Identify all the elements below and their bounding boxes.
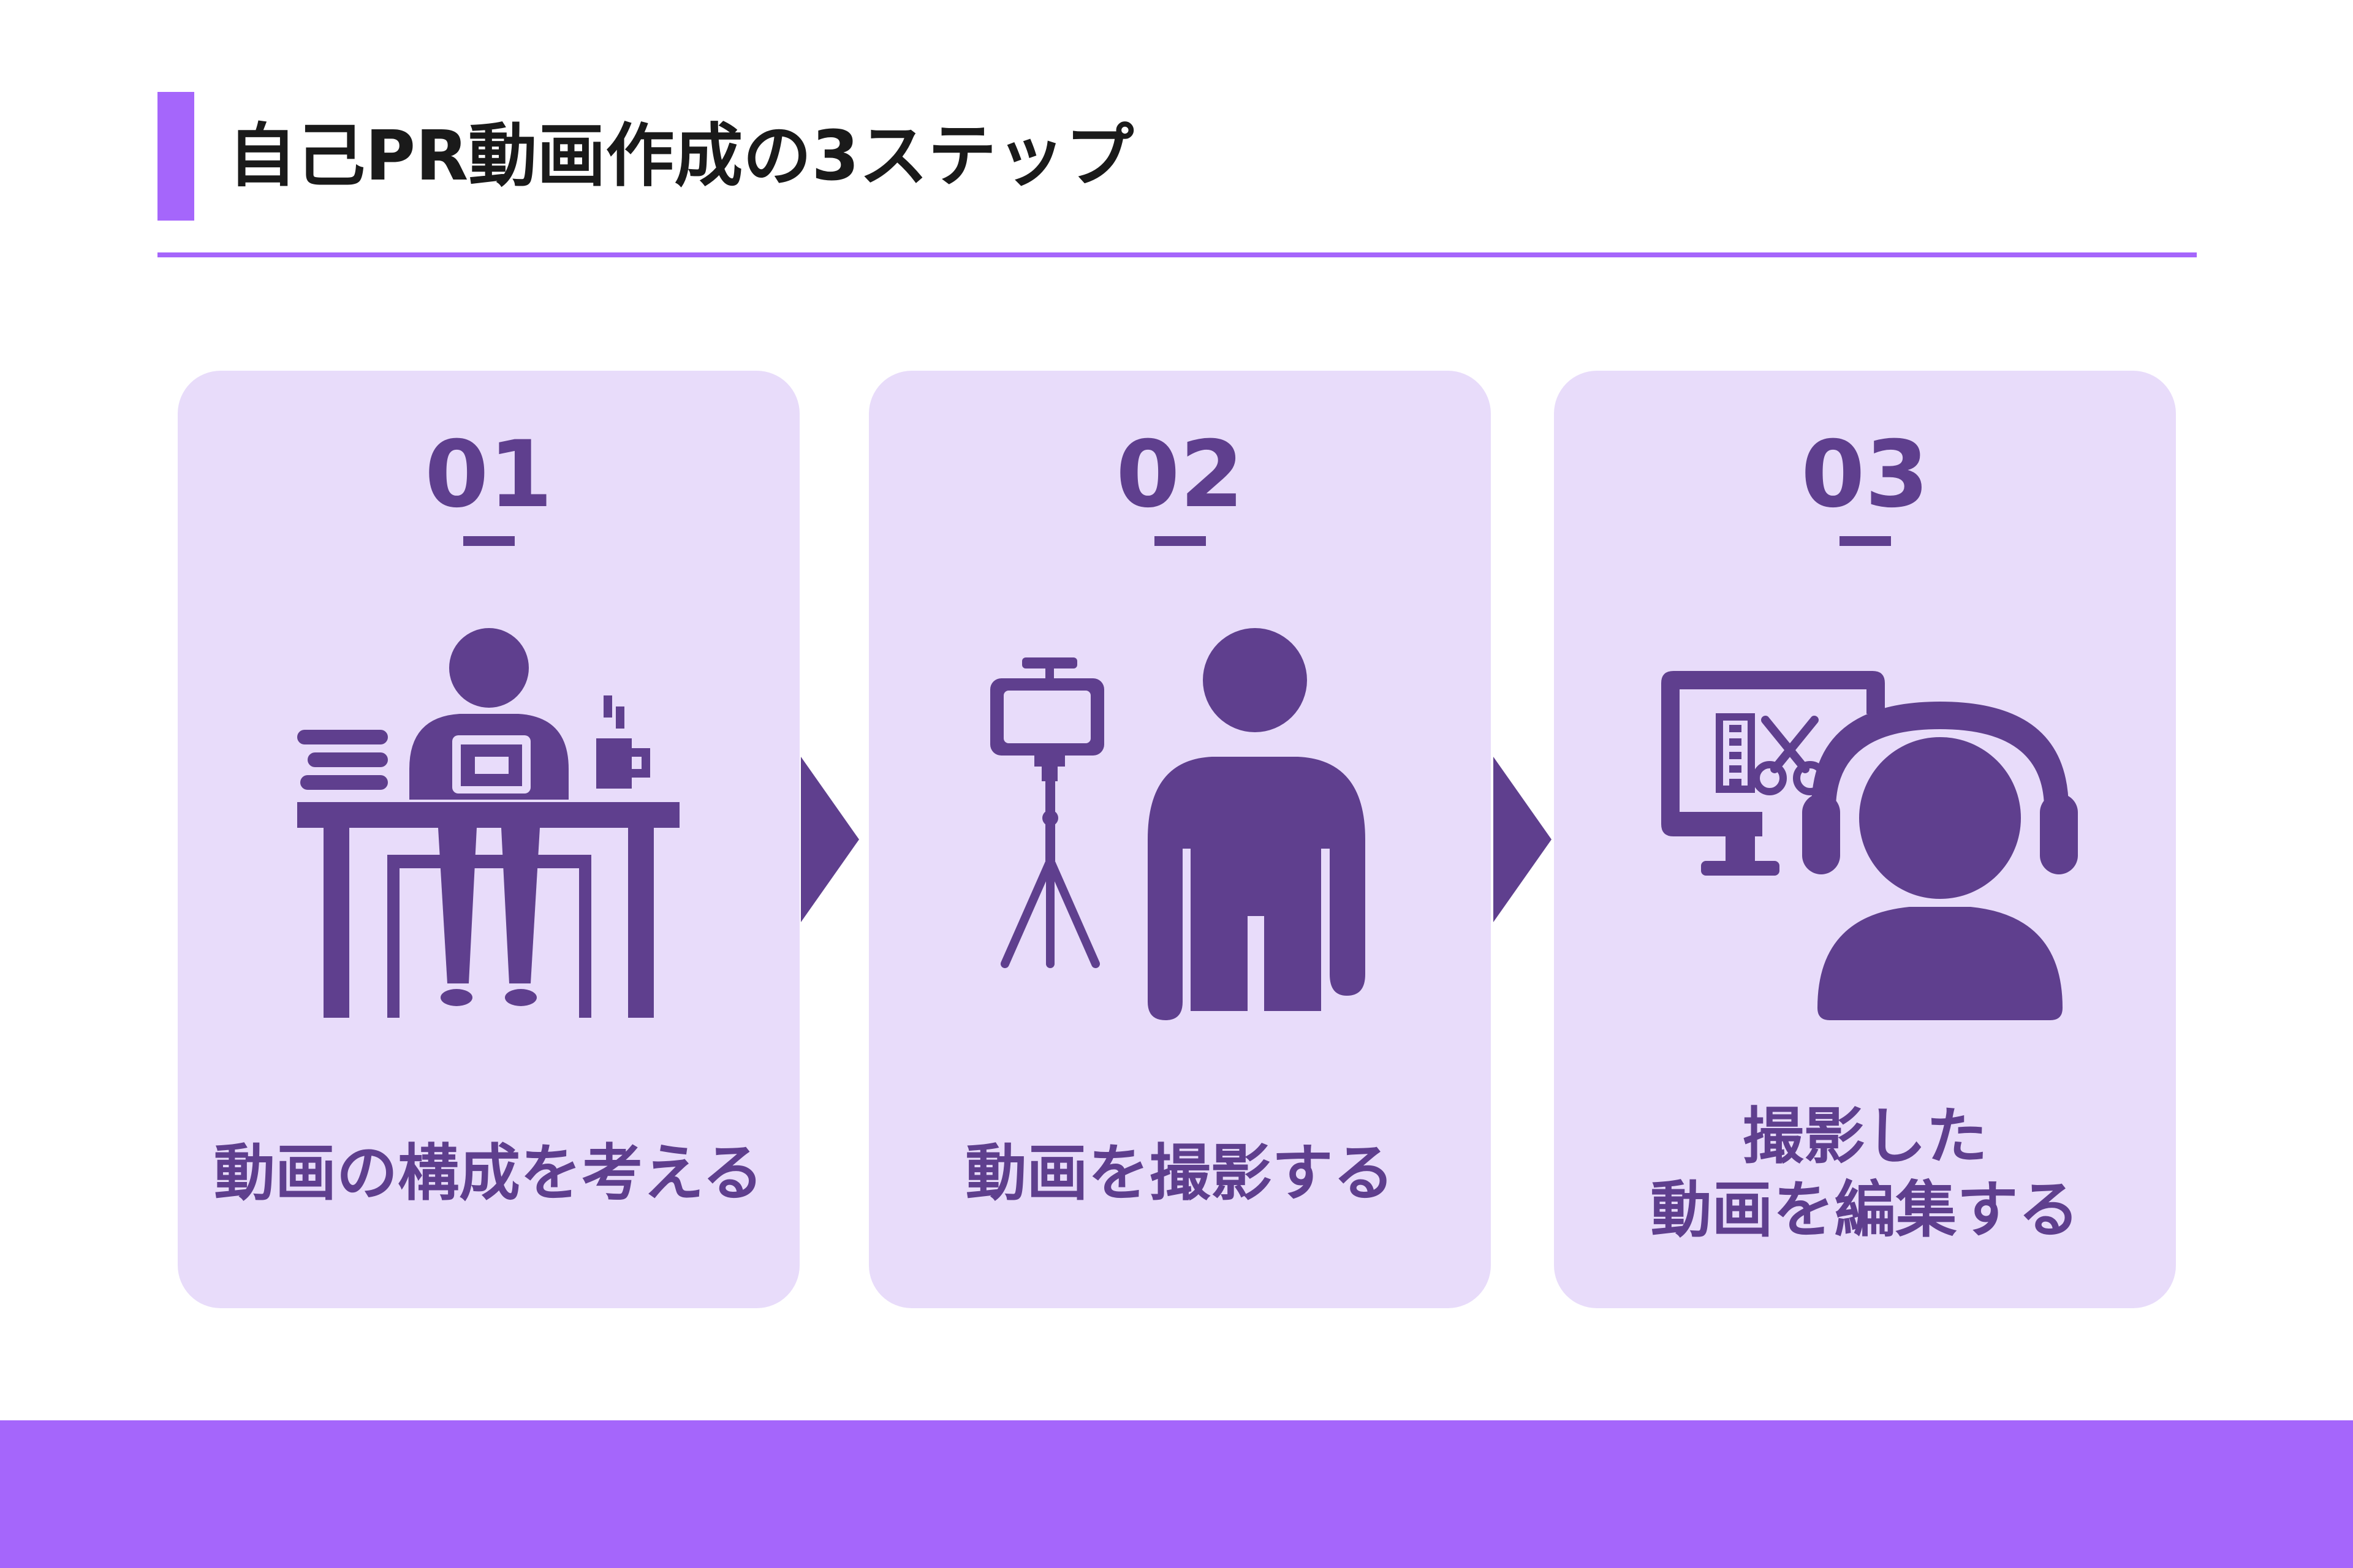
step-number-underline — [463, 536, 515, 546]
step-number-underline — [1839, 536, 1891, 546]
step-label: 動画の構成を考える — [214, 1137, 763, 1209]
page-title: 自己PR動画作成の3ステップ — [228, 116, 1134, 196]
person-with-phone-tripod-icon — [990, 628, 1365, 1020]
step-number: 01 — [425, 422, 553, 528]
step-label: 撮影した 動画を編集する — [1650, 1100, 2080, 1246]
step-card-1: 01 — [178, 371, 800, 1308]
title-accent-bar — [157, 92, 194, 221]
footer-band — [0, 1420, 2353, 1568]
headphones-video-editing-monitor-icon — [1661, 671, 2078, 1020]
step-card-3: 03 — [1554, 371, 2176, 1308]
step-number: 02 — [1116, 422, 1244, 528]
chevron-right-icon — [801, 757, 859, 922]
chevron-right-icon — [1493, 757, 1552, 922]
step-number: 03 — [1801, 422, 1929, 528]
title-divider — [157, 252, 2197, 257]
step-label: 動画を撮影する — [965, 1137, 1395, 1209]
step-number-underline — [1154, 536, 1206, 546]
person-at-desk-with-laptop-icon — [297, 628, 680, 1018]
step-card-2: 02 — [869, 371, 1491, 1308]
